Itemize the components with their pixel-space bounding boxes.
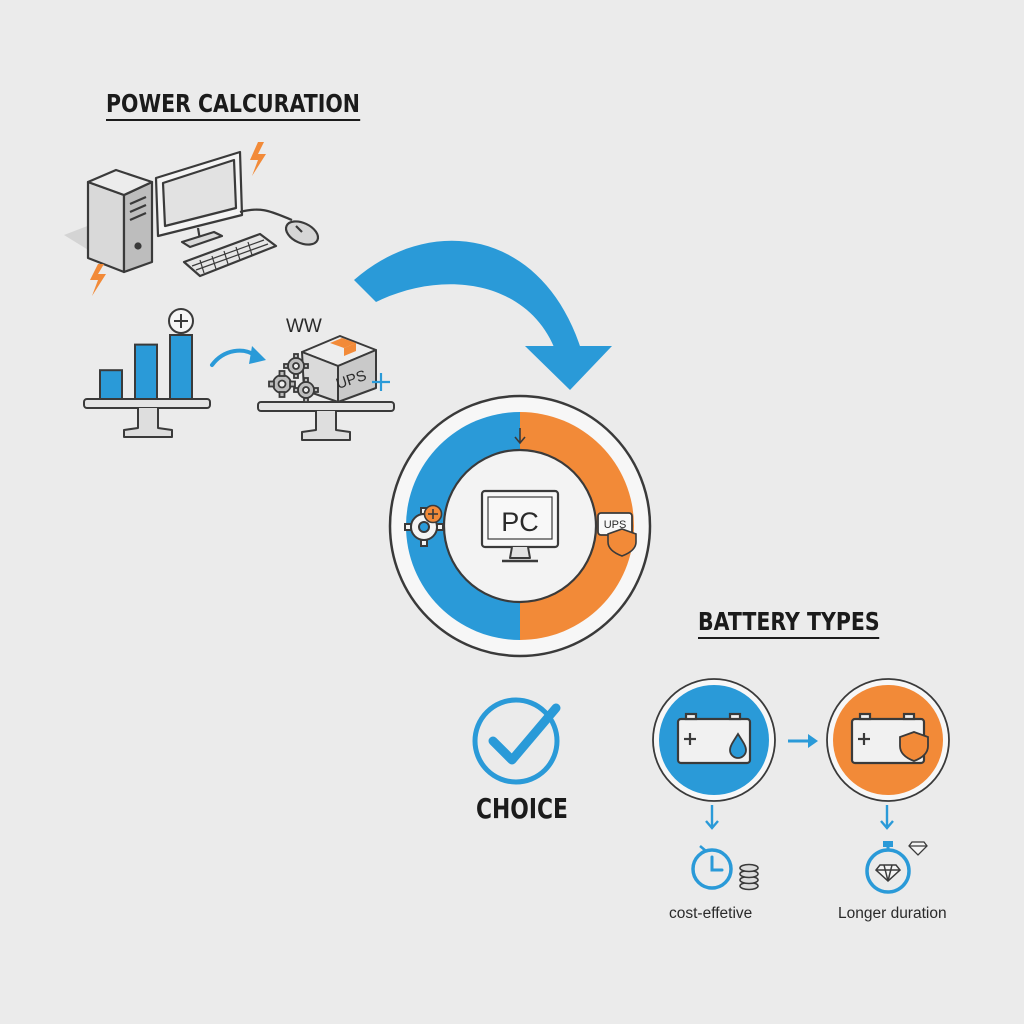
bar-chart-bar xyxy=(169,334,193,400)
desktop-computer-icon xyxy=(64,150,320,278)
cost-effective-caption: cost-effetive xyxy=(669,905,753,922)
monitor-icon: PC xyxy=(480,489,560,563)
checkmark-icon xyxy=(472,697,561,785)
battery-types-heading: BATTERY TYPES xyxy=(698,608,880,639)
battery-blue-circle xyxy=(652,678,776,802)
down-arrow-icon xyxy=(880,805,894,830)
ups-badge-label: UPS xyxy=(604,519,627,531)
bar-chart-bars xyxy=(99,334,193,401)
ups-shield-icon: UPS xyxy=(597,512,637,557)
coin-stack-icon xyxy=(739,863,759,891)
diamond-icon xyxy=(908,841,928,856)
ups-box-icon: WW UPS xyxy=(257,316,395,441)
big-curved-arrow-icon xyxy=(354,240,612,390)
pc-label: PC xyxy=(501,507,539,537)
power-calculation-heading: POWER CALCURATION xyxy=(106,90,360,121)
ww-label: WW xyxy=(286,316,322,337)
gears-icon xyxy=(268,353,319,403)
battery-orange-circle xyxy=(826,678,950,802)
plus-circle-icon xyxy=(168,308,194,334)
down-arrow-icon xyxy=(705,805,719,830)
right-arrow-icon xyxy=(788,734,818,748)
gear-plus-icon xyxy=(404,504,444,547)
pc-ups-split-circle: PC UPS xyxy=(388,394,652,658)
small-curved-arrow-icon xyxy=(210,346,266,367)
bar-chart-bar xyxy=(99,369,123,401)
choice-label: CHOICE xyxy=(476,792,568,825)
stopwatch-icon xyxy=(691,845,733,890)
diamond-icon xyxy=(874,864,902,883)
longer-duration-caption: Longer duration xyxy=(838,905,947,922)
lightning-bolt-icon xyxy=(250,142,266,176)
stopwatch-icon xyxy=(865,841,911,894)
water-drop-icon xyxy=(729,732,747,759)
bar-chart-bar xyxy=(134,343,158,401)
bar-chart-icon xyxy=(83,308,211,438)
shield-icon xyxy=(899,731,929,762)
lightning-bolt-icon xyxy=(90,264,106,296)
